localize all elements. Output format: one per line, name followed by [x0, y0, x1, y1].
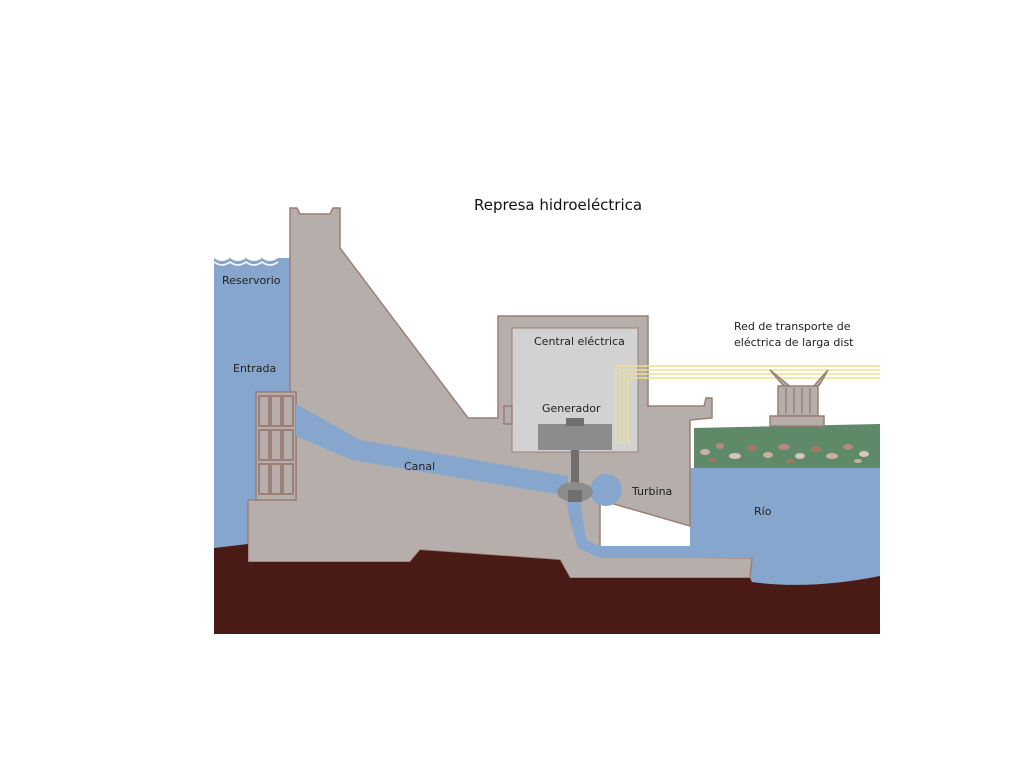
transformer	[769, 369, 829, 427]
penstock-channel	[296, 404, 568, 496]
label-powerhouse: Central eléctrica	[534, 335, 625, 348]
label-transmission-line-1: Red de transporte de	[734, 320, 851, 333]
label-generator: Generador	[542, 402, 601, 415]
turbine-shaft	[571, 450, 579, 490]
reservoir-wave	[214, 261, 279, 266]
dam-body	[247, 207, 753, 579]
bedrock-ground	[214, 544, 880, 634]
intake-gate	[255, 391, 297, 501]
label-intake: Entrada	[233, 362, 276, 375]
generator-unit	[538, 424, 612, 450]
diagram-title: Represa hidroeléctrica	[474, 196, 642, 214]
label-penstock: Canal	[404, 460, 435, 473]
turbine-hub	[568, 490, 582, 502]
turbine-chamber	[590, 474, 622, 506]
river-bank-pebbles	[700, 443, 869, 463]
draft-tube	[566, 500, 752, 558]
generator-cap	[566, 418, 584, 426]
label-river: Río	[754, 505, 772, 518]
power-lines	[615, 365, 880, 444]
label-turbine: Turbina	[631, 485, 672, 498]
powerhouse-side-wall	[503, 405, 513, 425]
label-transmission-line-2: eléctrica de larga dist	[734, 336, 854, 349]
label-reservoir: Reservorio	[222, 274, 281, 287]
